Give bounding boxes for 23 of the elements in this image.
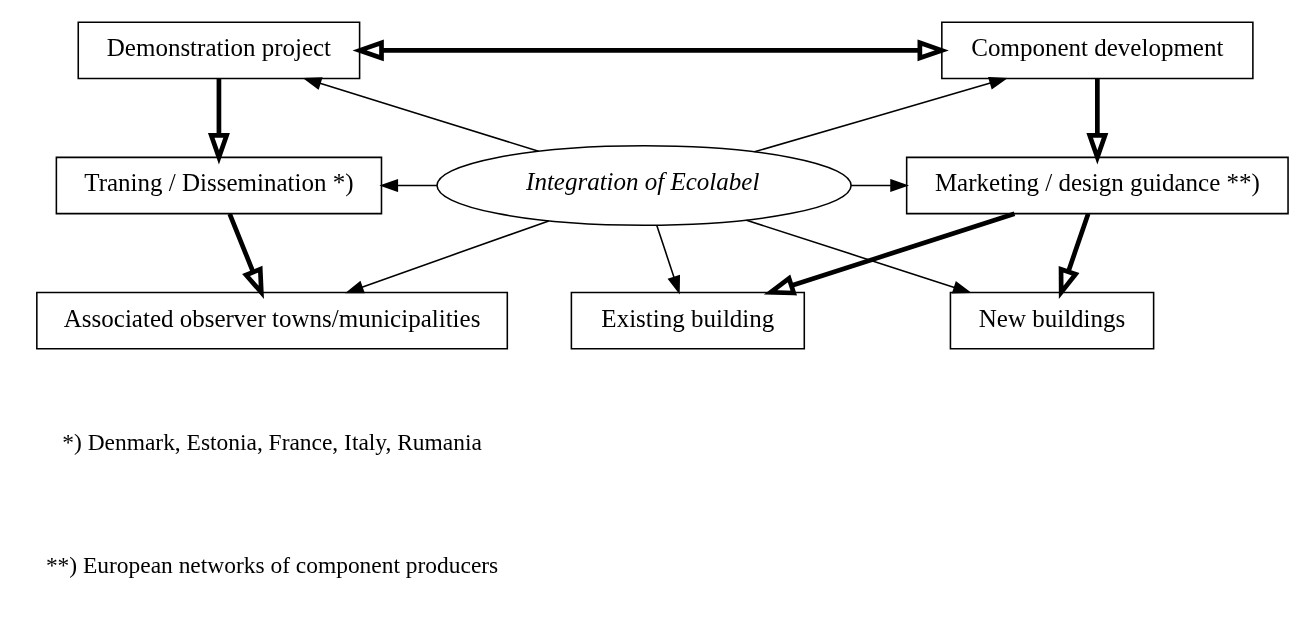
node-box: Associated observer towns/municipalities xyxy=(36,291,509,350)
arrow xyxy=(345,219,550,293)
arrow xyxy=(1058,212,1091,299)
arrow xyxy=(850,178,909,192)
node-box: Traning / Dissemination *) xyxy=(55,156,383,214)
arrow xyxy=(753,76,1008,153)
node-box: Existing building xyxy=(570,291,806,350)
arrow xyxy=(1086,78,1109,164)
arrow xyxy=(745,218,972,294)
arrow xyxy=(379,178,438,192)
arrow xyxy=(352,38,949,61)
node-box: Demonstration project xyxy=(77,20,361,79)
node-box: Marketing / design guidance **) xyxy=(905,156,1289,214)
arrow xyxy=(655,224,681,295)
arrow xyxy=(302,76,540,152)
label: *) Denmark, Estonia, France, Italy, Rumania xyxy=(62,428,482,455)
node-box: New buildings xyxy=(949,291,1155,350)
arrow xyxy=(227,212,264,299)
arrow xyxy=(207,78,230,164)
label: **) European networks of component producers xyxy=(45,551,499,578)
node-box: Component development xyxy=(941,20,1254,79)
node-ellipse: Integration of Ecolabel xyxy=(436,144,852,226)
arrow xyxy=(763,211,1016,295)
